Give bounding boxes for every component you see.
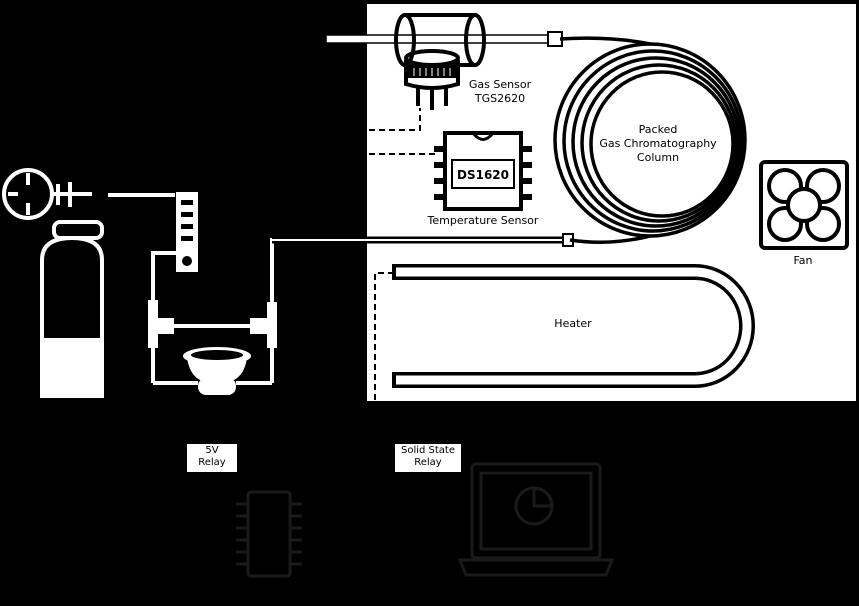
relay-5v-line2: Relay: [198, 457, 226, 468]
ic-chip-icon: [434, 131, 532, 211]
relay-5v-label: 5V Relay: [187, 444, 237, 472]
valve-left-icon: [148, 300, 174, 348]
cylinder-fill: [44, 338, 100, 396]
valve-right-icon: [250, 302, 277, 348]
relay-5v-line1: 5V: [205, 445, 219, 456]
inlet-tube: [325, 34, 557, 44]
gas-sensor-icon: [394, 13, 486, 110]
column-inlet-fitting: [547, 31, 563, 47]
fan-label: Fan: [793, 254, 812, 267]
gas-sensor-label-1: Gas Sensor: [469, 78, 532, 91]
column-label-3: Column: [637, 151, 679, 164]
gas-cylinder-icon: [2, 168, 104, 398]
ssr-line2: Relay: [414, 457, 442, 468]
temperature-sensor-label: Temperature Sensor: [427, 214, 539, 227]
gas-sensor-band-ticks: [413, 68, 451, 76]
heater-cap-bottom: [392, 372, 396, 388]
column-label-1: Packed: [639, 123, 678, 136]
signal-lines: [369, 108, 435, 400]
ssr-line1: Solid State: [400, 445, 456, 456]
flow-meter-icon: [176, 192, 198, 272]
heater-cap-top: [392, 264, 396, 280]
microcontroller-icon: [236, 490, 302, 578]
chip-label: DS1620: [457, 168, 509, 182]
fan-icon: [759, 160, 849, 250]
pump-icon: [183, 347, 251, 395]
heater-element: [392, 264, 755, 388]
column-label-2: Gas Chromatography: [599, 137, 717, 150]
gas-sensor-label-2: TGS2620: [474, 92, 525, 105]
gc-column-coil: [553, 36, 747, 244]
solid-state-relay-label: Solid State Relay: [395, 444, 461, 472]
laptop-icon: [457, 462, 615, 577]
heater-label: Heater: [554, 317, 592, 330]
